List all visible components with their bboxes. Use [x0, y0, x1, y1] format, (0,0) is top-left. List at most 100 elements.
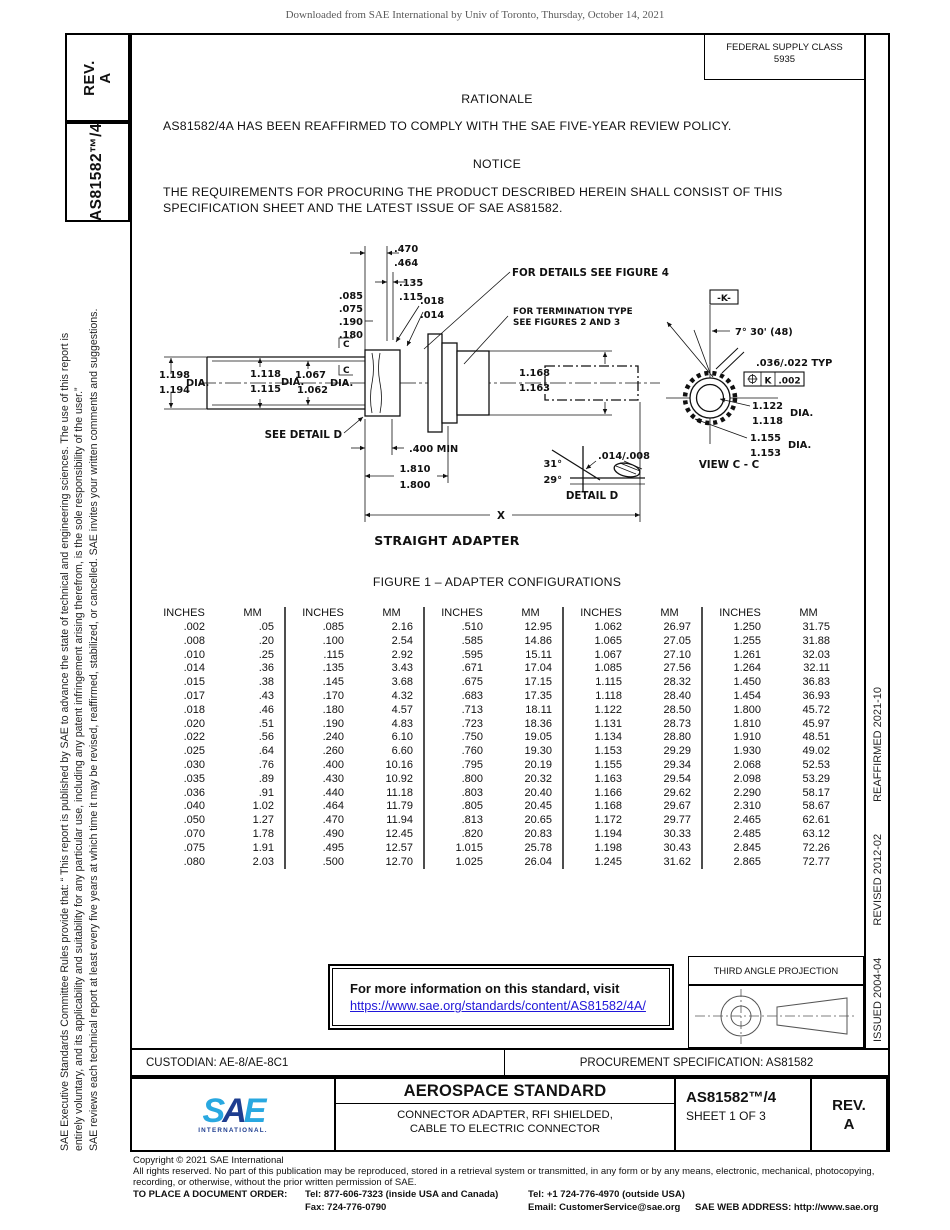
inches-value: 1.198 — [594, 841, 622, 854]
straight-adapter-geometry — [164, 246, 660, 522]
inches-value: 2.098 — [733, 772, 761, 785]
dim-label: 1.118 — [752, 416, 783, 427]
fcf-tolerance-label: .002 — [778, 377, 800, 387]
fax-number: Fax: 724-776-0790 — [305, 1202, 387, 1213]
procurement-spec-cell: PROCUREMENT SPECIFICATION: AS81582 — [579, 1056, 814, 1069]
inches-value: .671 — [461, 662, 483, 675]
inches-value: 1.261 — [733, 648, 761, 661]
inches-value: 2.845 — [733, 841, 761, 854]
dim-label: .135 — [399, 278, 423, 289]
mm-value: 20.40 — [524, 786, 552, 799]
inches-value: .100 — [322, 634, 344, 647]
custodian-row: CUSTODIAN: AE-8/AE-8C1 PROCUREMENT SPECI… — [130, 1048, 890, 1077]
standard-link[interactable]: https://www.sae.org/standards/content/AS… — [350, 998, 646, 1013]
mm-value: 58.67 — [802, 800, 830, 813]
mm-value: 20.45 — [524, 800, 552, 813]
inches-value: .015 — [183, 676, 205, 689]
inches-value: .020 — [183, 717, 205, 730]
dim-label: DIA. — [790, 408, 813, 419]
section-c-label: C — [343, 366, 350, 376]
federal-supply-class-label: FEDERAL SUPPLY CLASS — [726, 42, 843, 53]
inches-value: .115 — [323, 648, 344, 661]
inches-value: .795 — [461, 758, 483, 771]
dim-label: .085 — [339, 291, 363, 302]
inches-value: 1.910 — [733, 731, 761, 744]
mm-value: 20.83 — [524, 827, 552, 840]
mm-value: 2.16 — [391, 621, 413, 633]
inches-value: 1.810 — [733, 717, 761, 730]
inches-value: .240 — [322, 731, 344, 744]
inches-value: .820 — [461, 827, 483, 840]
mm-value: 29.67 — [663, 800, 691, 813]
inches-value: .713 — [461, 703, 483, 716]
rev-label: REV. — [832, 1096, 866, 1114]
title-block-rev: REV. A — [812, 1079, 888, 1150]
detail-d-title: DETAIL D — [566, 490, 619, 502]
dim-label: .470 — [394, 244, 418, 255]
inches-value: 1.131 — [594, 717, 622, 730]
figure-caption: FIGURE 1 – ADAPTER CONFIGURATIONS — [372, 575, 622, 589]
inches-value: .022 — [183, 731, 205, 744]
figure1-drawing: 1.198 1.194 DIA. 1.118 1.115 DIA. 1.067 … — [159, 244, 832, 548]
column-header-inches: INCHES — [580, 607, 622, 619]
inches-value: 1.025 — [455, 855, 483, 868]
inches-value: 2.865 — [733, 855, 761, 868]
order-label: TO PLACE A DOCUMENT ORDER: — [133, 1189, 288, 1200]
inches-value: .683 — [461, 689, 483, 702]
mm-value: 12.57 — [385, 841, 413, 854]
mm-value: 29.54 — [663, 772, 691, 785]
inches-value: .190 — [322, 717, 344, 730]
rev-value: A — [96, 71, 114, 84]
third-angle-projection-label: THIRD ANGLE PROJECTION — [689, 957, 863, 986]
inches-value: .145 — [322, 676, 344, 689]
mm-value: 28.73 — [663, 717, 691, 730]
inches-value: 1.166 — [594, 786, 622, 799]
mm-value: 19.05 — [524, 731, 552, 744]
mm-value: 1.02 — [252, 800, 274, 813]
inches-value: .430 — [322, 772, 344, 785]
dim-label: DIA. — [330, 378, 353, 389]
rev-box: REV. A — [65, 33, 130, 122]
straight-adapter-title: STRAIGHT ADAPTER — [374, 533, 520, 548]
callout-termination: SEE FIGURES 2 AND 3 — [513, 318, 620, 328]
column-header-mm: MM — [660, 607, 679, 619]
mm-value: 72.77 — [802, 855, 830, 868]
column-header-mm: MM — [382, 607, 401, 619]
rev-value: A — [843, 1115, 855, 1133]
mm-value: 12.45 — [385, 827, 413, 840]
inches-value: .170 — [322, 689, 344, 702]
mm-value: 28.50 — [663, 703, 691, 716]
mm-value: 31.75 — [802, 621, 830, 633]
notice-heading: NOTICE — [472, 157, 522, 171]
dim-label: .018 — [420, 296, 444, 307]
inches-value: .805 — [461, 800, 483, 813]
more-info-text: For more information on this standard, v… — [350, 981, 620, 996]
inches-value: .085 — [322, 621, 344, 633]
disclaimer-line: entirely voluntary, and its applicabilit… — [72, 387, 85, 1151]
mm-value: 2.03 — [252, 855, 274, 868]
inches-value: .750 — [461, 731, 483, 744]
title-block-center: AEROSPACE STANDARD CONNECTOR ADAPTER, RF… — [336, 1079, 676, 1150]
mm-value: .91 — [258, 786, 274, 799]
mm-value: .89 — [258, 772, 274, 785]
inches-value: 1.172 — [594, 814, 622, 827]
mm-value: 32.03 — [802, 648, 830, 661]
federal-supply-class-box: FEDERAL SUPPLY CLASS 5935 — [704, 35, 864, 80]
mm-value: 29.34 — [663, 758, 691, 771]
mm-value: 45.97 — [802, 717, 830, 730]
inches-value: .008 — [183, 634, 205, 647]
tel-outside: Tel: +1 724-776-4970 (outside USA) — [528, 1189, 685, 1200]
inches-value: 1.118 — [595, 689, 622, 702]
sae-logo: SAE INTERNATIONAL. — [132, 1079, 336, 1150]
third-angle-projection-icon — [695, 989, 855, 1044]
inches-value: .500 — [322, 855, 344, 868]
download-watermark: Downloaded from SAE International by Uni… — [285, 9, 665, 21]
inches-value: 1.930 — [733, 745, 761, 758]
mm-value: 30.43 — [663, 841, 691, 854]
mm-value: .25 — [258, 648, 274, 661]
mm-value: 52.53 — [802, 758, 830, 771]
dim-label: 1.163 — [519, 383, 550, 394]
